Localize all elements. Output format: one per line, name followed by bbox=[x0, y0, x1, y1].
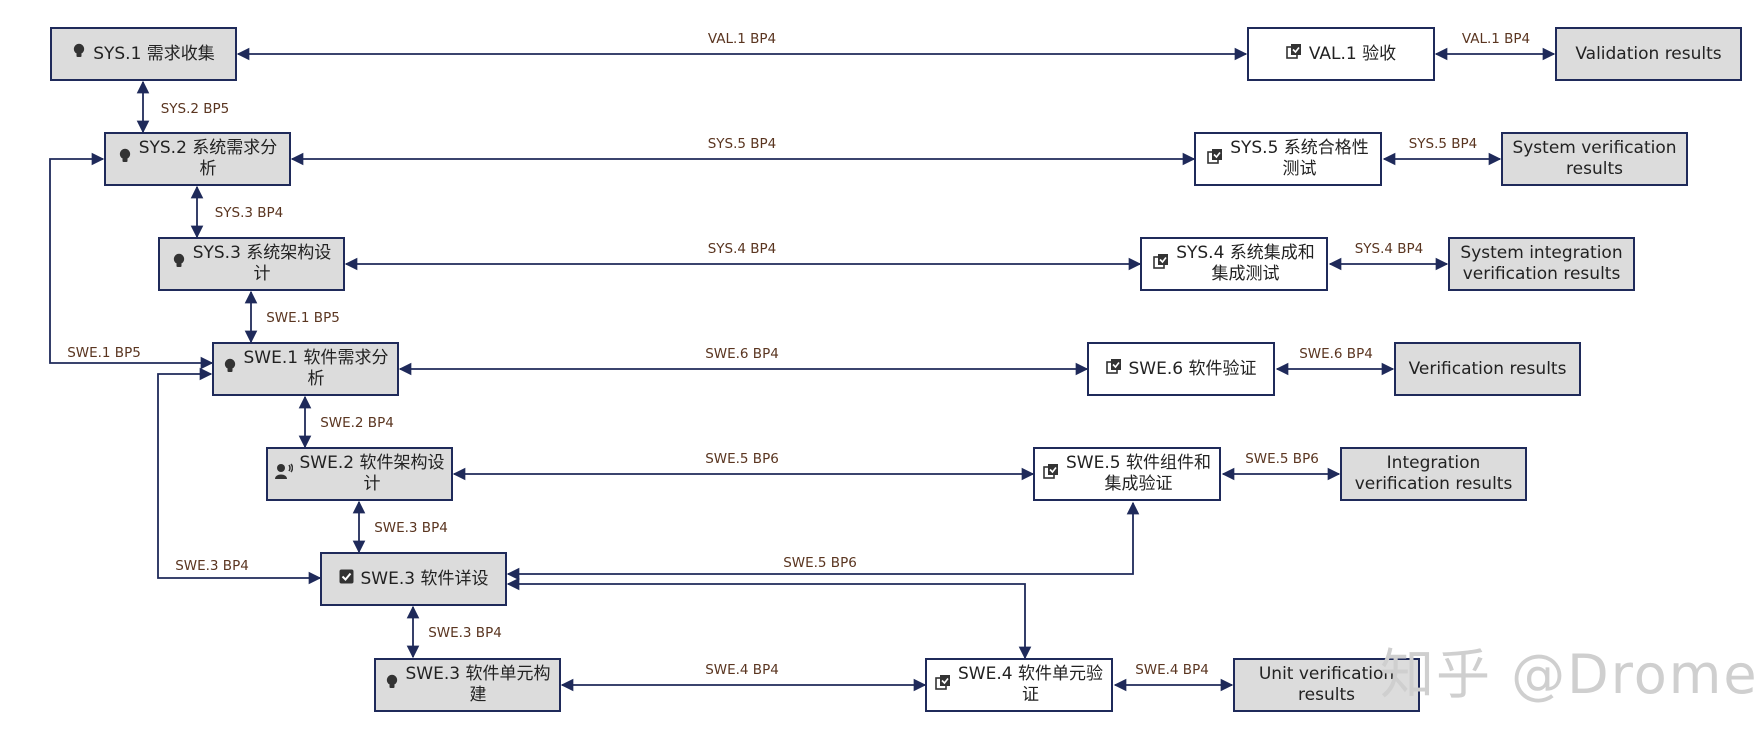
lightbulb-icon bbox=[118, 148, 132, 170]
edge-label-swe4-main: SWE.4 BP4 bbox=[705, 662, 779, 678]
edge-label-swe1-down: SWE.1 BP5 bbox=[266, 310, 340, 326]
node-sys5-label: SYS.5 系统合格性 测试 bbox=[1230, 138, 1369, 179]
node-swe3-detail-label: SWE.3 软件详设 bbox=[360, 568, 489, 589]
edge-label-swe2-down: SWE.2 BP4 bbox=[320, 415, 394, 431]
node-swe4-label: SWE.4 软件单元验 证 bbox=[958, 664, 1103, 705]
node-swe2-label: SWE.2 软件架构设 计 bbox=[299, 453, 445, 494]
edge-swe1-back-sys2 bbox=[49, 152, 214, 370]
node-sys2: SYS.2 系统需求分 析 bbox=[104, 132, 291, 186]
node-system-integration-results-label: System integration verification results bbox=[1460, 243, 1623, 284]
node-sys2-label: SYS.2 系统需求分 析 bbox=[138, 138, 278, 179]
node-system-verification-results: System verification results bbox=[1501, 132, 1688, 186]
lightbulb-icon bbox=[223, 358, 237, 380]
edge-label-swe3-down: SWE.3 BP4 bbox=[374, 520, 448, 536]
edge-label-sys3-down: SYS.3 BP4 bbox=[214, 205, 284, 221]
node-val1: VAL.1 验收 bbox=[1247, 27, 1435, 81]
node-swe5: SWE.5 软件组件和 集成验证 bbox=[1033, 447, 1221, 501]
node-sys1-label: SYS.1 需求收集 bbox=[93, 43, 215, 64]
node-sys4-label: SYS.4 系统集成和 集成测试 bbox=[1176, 243, 1315, 284]
node-swe4: SWE.4 软件单元验 证 bbox=[925, 658, 1113, 712]
copy-check-icon bbox=[1043, 463, 1059, 485]
edge-label-swe3-down2: SWE.3 BP4 bbox=[428, 625, 502, 641]
node-sys1: SYS.1 需求收集 bbox=[50, 27, 237, 81]
edge-swe3-swe5 bbox=[506, 501, 1140, 581]
edge-label-swe4-results: SWE.4 BP4 bbox=[1135, 662, 1209, 678]
node-sys4: SYS.4 系统集成和 集成测试 bbox=[1140, 237, 1328, 291]
watermark: 知乎 @Drome bbox=[1380, 643, 1756, 706]
node-system-verification-results-label: System verification results bbox=[1512, 138, 1677, 179]
node-validation-results-label: Validation results bbox=[1575, 43, 1722, 64]
copy-check-icon bbox=[1286, 43, 1302, 65]
node-swe3-build-label: SWE.3 软件单元构 建 bbox=[405, 664, 551, 705]
node-swe3-build: SWE.3 软件单元构 建 bbox=[374, 658, 561, 712]
node-swe3-detail: SWE.3 软件详设 bbox=[320, 552, 507, 606]
node-system-integration-results: System integration verification results bbox=[1448, 237, 1635, 291]
node-val1-label: VAL.1 验收 bbox=[1308, 43, 1397, 64]
edge-label-sys5-results: SYS.5 BP4 bbox=[1408, 136, 1478, 152]
node-validation-results: Validation results bbox=[1555, 27, 1742, 81]
node-swe6-label: SWE.6 软件验证 bbox=[1128, 358, 1257, 379]
edge-label-swe5-main: SWE.5 BP6 bbox=[705, 451, 779, 467]
edge-label-sys4-results: SYS.4 BP4 bbox=[1354, 241, 1424, 257]
node-integration-verification-results-label: Integration verification results bbox=[1354, 453, 1513, 494]
edge-label-val1-main: VAL.1 BP4 bbox=[707, 31, 777, 47]
node-swe2: SWE.2 软件架构设 计 bbox=[266, 447, 453, 501]
edge-label-sys2-down: SYS.2 BP5 bbox=[160, 101, 230, 117]
copy-check-icon bbox=[1207, 148, 1223, 170]
node-swe6: SWE.6 软件验证 bbox=[1087, 342, 1275, 396]
node-swe1: SWE.1 软件需求分 析 bbox=[212, 342, 399, 396]
edge-label-sys4-main: SYS.4 BP4 bbox=[707, 241, 777, 257]
copy-check-icon bbox=[1153, 253, 1169, 275]
node-swe5-label: SWE.5 软件组件和 集成验证 bbox=[1066, 453, 1211, 494]
node-sys3-label: SYS.3 系统架构设 计 bbox=[192, 243, 332, 284]
node-sys3: SYS.3 系统架构设 计 bbox=[158, 237, 345, 291]
edge-swe3-back-swe1 bbox=[157, 367, 322, 585]
copy-check-icon bbox=[1105, 358, 1122, 380]
edge-label-swe6-main: SWE.6 BP4 bbox=[705, 346, 779, 362]
node-verification-results: Verification results bbox=[1394, 342, 1581, 396]
edge-swe3-swe4 bbox=[506, 577, 1032, 660]
lightbulb-icon bbox=[385, 674, 399, 696]
node-unit-verification-results-label: Unit verification results bbox=[1258, 664, 1395, 705]
edge-label-swe5-detail: SWE.5 BP6 bbox=[783, 555, 857, 571]
node-sys5: SYS.5 系统合格性 测试 bbox=[1194, 132, 1382, 186]
edge-label-val1-results: VAL.1 BP4 bbox=[1461, 31, 1531, 47]
edge-label-swe1-back: SWE.1 BP5 bbox=[67, 345, 141, 361]
person-speaking-icon bbox=[274, 463, 293, 485]
checkbox-icon bbox=[339, 569, 354, 590]
node-unit-verification-results: Unit verification results bbox=[1233, 658, 1420, 712]
lightbulb-icon bbox=[172, 253, 186, 275]
node-swe1-label: SWE.1 软件需求分 析 bbox=[243, 348, 389, 389]
node-integration-verification-results: Integration verification results bbox=[1340, 447, 1527, 501]
copy-check-icon bbox=[935, 674, 951, 696]
node-verification-results-label: Verification results bbox=[1408, 358, 1567, 379]
lightbulb-icon bbox=[72, 43, 86, 65]
edge-label-swe6-results: SWE.6 BP4 bbox=[1299, 346, 1373, 362]
edge-label-swe3-back: SWE.3 BP4 bbox=[175, 558, 249, 574]
edge-label-swe5-results: SWE.5 BP6 bbox=[1245, 451, 1319, 467]
edge-label-sys5-main: SYS.5 BP4 bbox=[707, 136, 777, 152]
